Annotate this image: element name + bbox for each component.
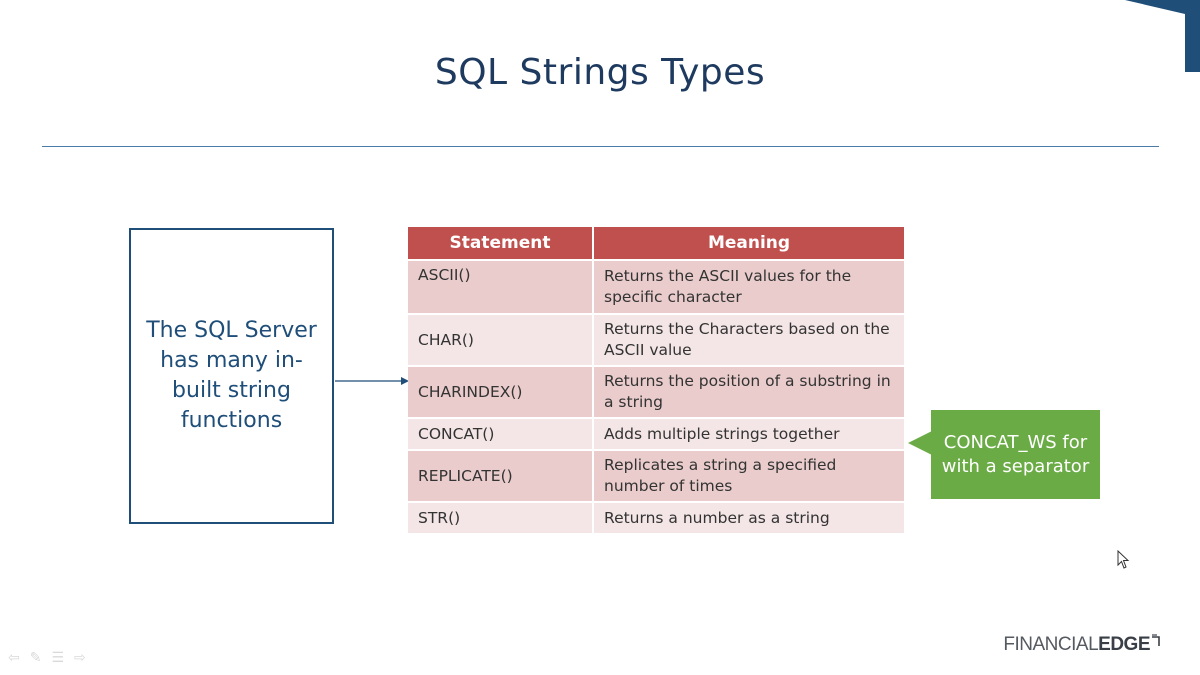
- meaning-cell: Returns the ASCII values for the specifi…: [593, 259, 904, 314]
- table-row: ASCII() Returns the ASCII values for the…: [408, 259, 904, 314]
- header-statement: Statement: [408, 227, 594, 260]
- table-row: STR() Returns a number as a string: [408, 501, 904, 533]
- financial-edge-logo: FINANCIALEDGE: [1003, 634, 1160, 656]
- meaning-cell: Replicates a string a specified number o…: [593, 449, 904, 502]
- meaning-cell: Returns the position of a substring in a…: [593, 365, 904, 418]
- back-arrow-icon[interactable]: ⇦: [8, 650, 20, 666]
- note-bubble: CONCAT_WS for with a separator: [931, 410, 1100, 499]
- logo-mark-icon: [1152, 634, 1160, 646]
- meaning-cell: Returns a number as a string: [593, 501, 904, 533]
- corner-accent-shape: [1125, 0, 1200, 72]
- note-pointer: [908, 431, 932, 455]
- table-row: CONCAT() Adds multiple strings together: [408, 417, 904, 450]
- statement-cell: CHARINDEX(): [408, 365, 594, 418]
- info-callout-box: The SQL Server has many in-built string …: [129, 228, 334, 524]
- note-text: CONCAT_WS for with a separator: [941, 431, 1090, 477]
- mouse-pointer-icon: [1117, 550, 1130, 569]
- table-header-row: Statement Meaning: [408, 227, 904, 260]
- info-callout-text: The SQL Server has many in-built string …: [146, 318, 317, 433]
- statement-cell: CHAR(): [408, 313, 594, 366]
- menu-icon[interactable]: ☰: [51, 650, 65, 666]
- table-row: CHARINDEX() Returns the position of a su…: [408, 365, 904, 418]
- meaning-cell: Returns the Characters based on the ASCI…: [593, 313, 904, 366]
- statement-cell: REPLICATE(): [408, 449, 594, 502]
- logo-word-1: FINANCIAL: [1003, 634, 1099, 655]
- header-meaning: Meaning: [593, 227, 904, 260]
- title-divider: [42, 146, 1159, 147]
- statement-cell: CONCAT(): [408, 417, 594, 450]
- connector-arrow-icon: [335, 377, 409, 385]
- string-functions-table: Statement Meaning ASCII() Returns the AS…: [408, 227, 904, 533]
- statement-cell: ASCII(): [408, 259, 594, 314]
- forward-arrow-icon[interactable]: ⇨: [74, 650, 86, 666]
- pen-icon[interactable]: ✎: [29, 650, 42, 666]
- statement-cell: STR(): [408, 501, 594, 533]
- slide-nav-controls: ⇦ ✎ ☰ ⇨: [8, 650, 86, 666]
- table-row: CHAR() Returns the Characters based on t…: [408, 313, 904, 366]
- concat-ws-note: CONCAT_WS for with a separator: [908, 410, 1100, 499]
- meaning-cell: Adds multiple strings together: [593, 417, 904, 450]
- table-row: REPLICATE() Replicates a string a specif…: [408, 449, 904, 502]
- logo-word-2: EDGE: [1098, 634, 1150, 655]
- slide-title: SQL Strings Types: [434, 52, 766, 93]
